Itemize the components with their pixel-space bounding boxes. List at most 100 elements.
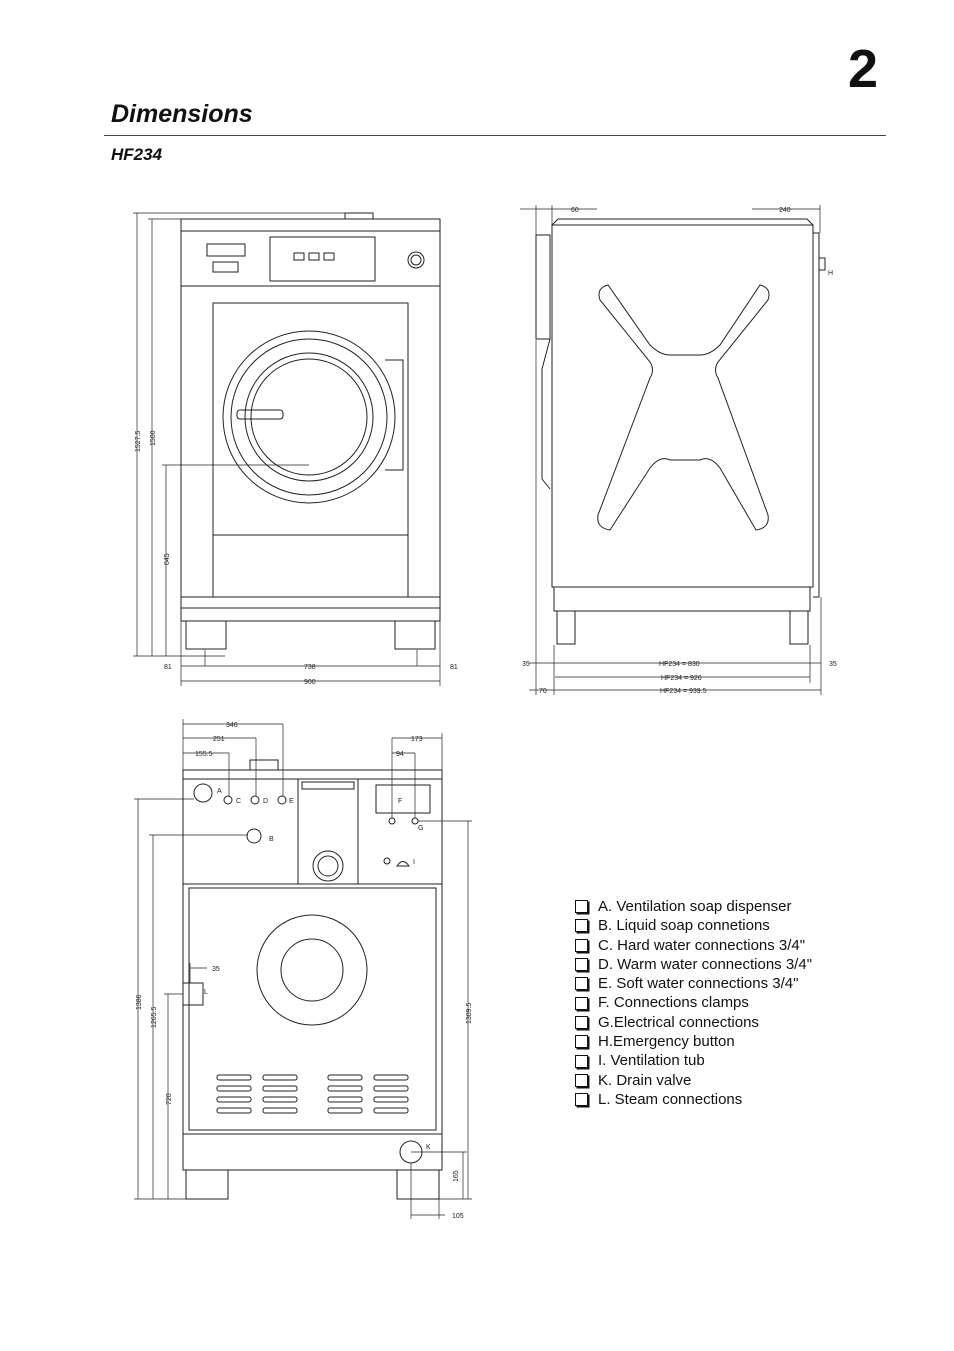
dim-60: 60	[571, 207, 579, 214]
front-key-2	[308, 252, 320, 261]
rear-connection-d	[250, 795, 260, 805]
label-b: B	[269, 836, 274, 843]
side-body	[551, 224, 814, 588]
side-door-profile	[541, 338, 551, 490]
side-control-panel	[535, 234, 551, 340]
front-top-lid	[180, 218, 441, 232]
dim-1500: 1500	[150, 430, 157, 446]
front-door-handle	[236, 409, 284, 420]
rear-drum-plate	[256, 914, 368, 1026]
checkbox-icon	[575, 938, 588, 952]
legend-item-l: L. Steam connections	[575, 1090, 812, 1109]
front-key-1	[293, 252, 305, 261]
front-cabinet	[180, 285, 441, 609]
dim-240: 240	[779, 207, 791, 214]
checkbox-icon	[575, 1035, 588, 1049]
label-e: E	[289, 798, 294, 805]
front-keypad	[269, 236, 376, 282]
side-rear-panel	[813, 232, 820, 598]
front-emergency-knob	[407, 251, 425, 269]
dim-1309: 1309.5	[466, 1002, 473, 1024]
front-display-2	[212, 261, 239, 273]
rear-vent-module	[297, 778, 359, 885]
dim-830: HF234 = 830	[659, 661, 700, 668]
side-dimensions	[520, 205, 822, 695]
legend-item-h: H.Emergency button	[575, 1032, 812, 1051]
rear-connection-l	[182, 982, 204, 1006]
title-divider	[104, 135, 886, 136]
dim-81-left: 81	[164, 664, 172, 671]
dim-900: 900	[304, 679, 316, 686]
dim-155: 155.5	[195, 751, 213, 758]
dim-173: 173	[411, 736, 423, 743]
legend-item-b: B. Liquid soap connetions	[575, 916, 812, 935]
dim-81-right: 81	[450, 664, 458, 671]
checkbox-icon	[575, 958, 588, 972]
checkbox-icon	[575, 1073, 588, 1087]
rear-vent-slots	[216, 1074, 409, 1114]
label-f: F	[398, 798, 402, 805]
label-g: G	[418, 825, 423, 832]
dim-251: 251	[213, 736, 225, 743]
rear-connection-b	[246, 828, 262, 844]
checkbox-icon	[575, 1093, 588, 1107]
front-dimensions	[133, 212, 441, 686]
rear-fan-icon	[312, 850, 344, 882]
legend-item-d: D. Warm water connections 3/4"	[575, 955, 812, 974]
dim-165: 165	[453, 1170, 460, 1182]
rear-connection-a	[193, 783, 213, 803]
checkbox-icon	[575, 1015, 588, 1029]
dim-105: 105	[452, 1213, 464, 1220]
dim-346: 346	[226, 722, 238, 729]
dim-926: HF234 = 926	[661, 675, 702, 682]
front-lower-panel	[212, 534, 409, 598]
label-l: L	[204, 989, 208, 996]
label-d: D	[263, 798, 268, 805]
front-key-3	[323, 252, 335, 261]
side-foot-front	[556, 611, 576, 645]
front-door-glass	[244, 352, 374, 482]
label-h: H	[828, 270, 833, 277]
label-i: I	[413, 859, 415, 866]
checkbox-icon	[575, 900, 588, 914]
rear-connection-i	[396, 861, 410, 867]
checkbox-icon	[575, 996, 588, 1010]
dim-939: HF234 = 939.5	[660, 688, 707, 695]
rear-foot-left	[185, 1170, 229, 1200]
label-k: K	[426, 1144, 431, 1151]
rear-connection-f	[375, 784, 431, 814]
legend-item-a: A. Ventilation soap dispenser	[575, 897, 812, 916]
rear-view: 346 251 155.5 173 94 1386 1265.5 720 35 …	[134, 719, 473, 1220]
dim-1265: 1265.5	[151, 1006, 158, 1028]
legend-item-k: K. Drain valve	[575, 1071, 812, 1090]
checkbox-icon	[575, 919, 588, 933]
front-hinge	[385, 359, 404, 471]
checkbox-icon	[575, 977, 588, 991]
dim-35-rear: 35	[212, 966, 220, 973]
label-a: A	[217, 788, 222, 795]
side-base	[553, 586, 811, 612]
legend-item-e: E. Soft water connections 3/4"	[575, 974, 812, 993]
side-emergency-button	[818, 257, 826, 271]
chapter-number: 2	[847, 39, 878, 99]
dim-738: 738	[304, 664, 316, 671]
rear-foot-right	[396, 1170, 440, 1200]
section-title: Dimensions	[111, 100, 253, 128]
dim-70: 70	[539, 688, 547, 695]
rear-top-vent	[249, 759, 279, 771]
front-foot-right	[394, 621, 436, 650]
legend-item-i: I. Ventilation tub	[575, 1051, 812, 1070]
side-x-brace	[597, 284, 770, 531]
legend-item-c: C. Hard water connections 3/4"	[575, 936, 812, 955]
dim-94: 94	[396, 751, 404, 758]
dim-35-right: 35	[829, 661, 837, 668]
rear-connection-g	[411, 817, 419, 825]
front-control-panel	[180, 230, 441, 287]
side-foot-rear	[789, 611, 809, 645]
front-base	[180, 596, 441, 622]
legend-item-f: F. Connections clamps	[575, 993, 812, 1012]
label-c: C	[236, 798, 241, 805]
front-top-vent	[344, 212, 374, 220]
front-display-1	[206, 243, 246, 257]
